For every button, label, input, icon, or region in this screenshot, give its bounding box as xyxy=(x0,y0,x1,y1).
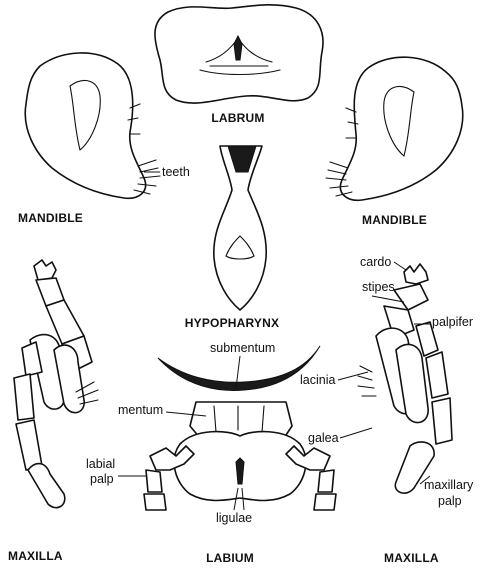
stipes-label: stipes xyxy=(362,280,395,294)
mentum-label: mentum xyxy=(118,403,163,417)
mandible-left-drawing xyxy=(25,53,160,198)
cardo-label: cardo xyxy=(360,255,391,269)
labial-palp-label-line2: palp xyxy=(90,472,114,486)
teeth-label: teeth xyxy=(162,165,190,179)
galea-label: galea xyxy=(308,431,339,445)
labial-palp-label-line1: labial xyxy=(86,457,115,471)
maxilla-left-label: MAXILLA xyxy=(8,549,63,563)
maxillary-palp-label-line2: palp xyxy=(438,494,462,508)
maxilla-right-drawing xyxy=(358,264,452,493)
cardo-leader xyxy=(394,262,406,270)
labrum-label: LABRUM xyxy=(211,111,264,125)
labium-label: LABIUM xyxy=(206,551,254,565)
galea-leader xyxy=(340,428,372,438)
palpifer-label: palpifer xyxy=(432,315,473,329)
hypopharynx-drawing xyxy=(214,146,266,310)
ligulae-label: ligulae xyxy=(216,511,252,525)
submentum-label: submentum xyxy=(210,341,275,355)
lacinia-leader xyxy=(338,372,368,380)
labrum-drawing xyxy=(155,5,323,103)
maxilla-right-label: MAXILLA xyxy=(384,551,439,565)
mandible-right-label: MANDIBLE xyxy=(362,213,427,227)
mandible-right-drawing xyxy=(326,57,463,200)
maxillary-palp-label-line1: maxillary xyxy=(424,478,474,492)
lacinia-label: lacinia xyxy=(300,373,335,387)
labium-drawing xyxy=(144,346,336,510)
hypopharynx-label: HYPOPHARYNX xyxy=(185,316,279,330)
mandible-left-label: MANDIBLE xyxy=(18,211,83,225)
